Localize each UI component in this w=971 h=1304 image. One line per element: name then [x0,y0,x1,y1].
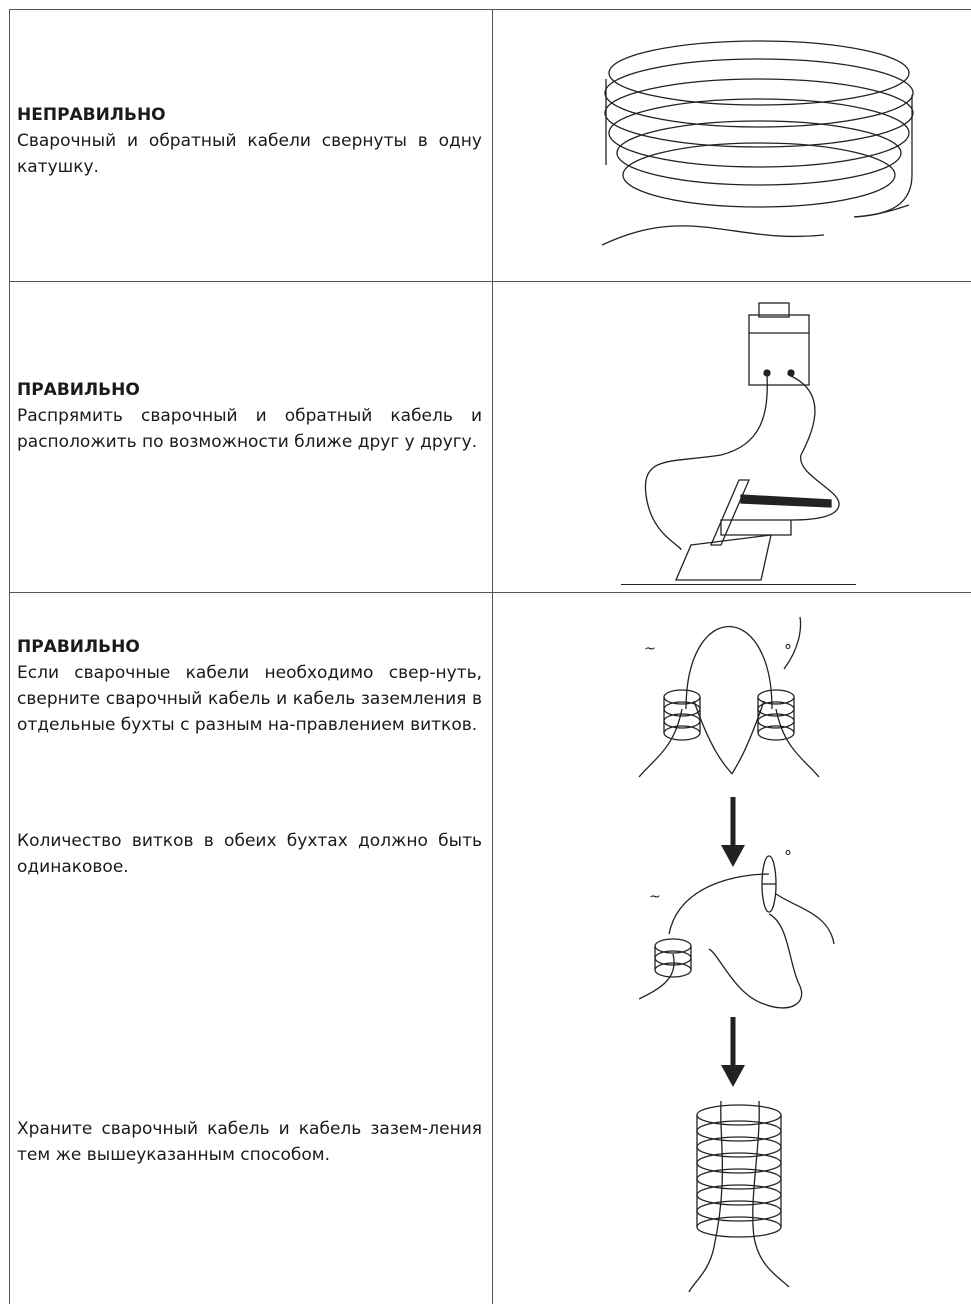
row-2-heading: ПРАВИЛЬНО [17,380,140,400]
cable-circle-symbol-1: ° [784,641,792,660]
row-1-heading: НЕПРАВИЛЬНО [17,105,166,125]
coils-transition-figure [639,854,849,1024]
separate-coils-figure [634,609,834,789]
combined-coil-figure [669,1097,809,1297]
row-2-text-cell: ПРАВИЛЬНО Распрямить сварочный и обратны… [17,377,482,455]
row-1-text-cell: НЕПРАВИЛЬНО Сварочный и обратный кабели … [17,102,482,180]
row-3-storage-note: Храните сварочный кабель и кабель зазем-… [17,1119,482,1165]
instruction-table: НЕПРАВИЛЬНО Сварочный и обратный кабели … [9,9,971,1304]
table-left-border [9,9,10,1304]
cable-circle-symbol-2: ° [784,847,792,866]
column-divider [492,9,493,1304]
cable-tilde-symbol-2: ~ [649,889,661,905]
down-arrow-1 [721,797,745,867]
row-3-heading: ПРАВИЛЬНО [17,637,140,657]
row-3-count-note: Количество витков в обеих бухтах должно … [17,831,482,877]
row-divider-1 [9,281,971,282]
coiled-cable-single-figure [594,35,924,270]
row-3-count-cell: Количество витков в обеих бухтах должно … [17,828,482,880]
row-3-description: Если сварочные кабели необходимо свер-ну… [17,663,482,735]
row-2-description: Распрямить сварочный и обратный кабель и… [17,406,482,452]
row-3-text-cell: ПРАВИЛЬНО Если сварочные кабели необходи… [17,634,482,738]
row-3-storage-cell: Храните сварочный кабель и кабель зазем-… [17,1116,482,1168]
table-top-border [9,9,971,10]
row-1-description: Сварочный и обратный кабели свернуты в о… [17,131,482,177]
cable-tilde-symbol-1: ~ [644,641,656,657]
welding-setup-figure [601,295,861,585]
down-arrow-2 [721,1017,745,1087]
row-divider-2 [9,592,971,593]
